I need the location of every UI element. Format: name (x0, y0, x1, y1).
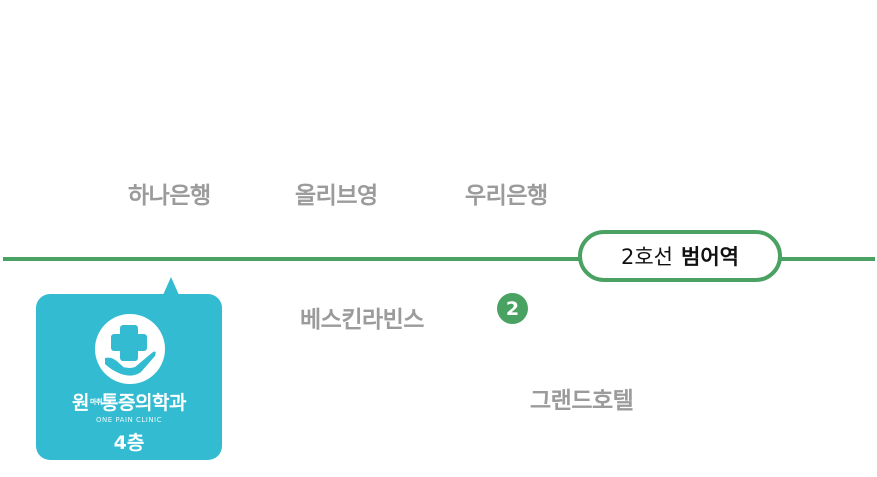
clinic-name-small: 마취 (90, 397, 102, 406)
clinic-name-suffix: 통증의학과 (101, 392, 186, 414)
station-label: 2호선 범어역 (578, 230, 782, 282)
clinic-floor: 4층 (113, 432, 145, 454)
clinic-location-marker: 원 마취 통증의학과 ONE PAIN CLINIC 4층 (36, 294, 222, 460)
clinic-name: 원 마취 통증의학과 (36, 388, 222, 415)
clinic-subtitle: ONE PAIN CLINIC (95, 416, 163, 424)
landmark-baskin-robbins: 베스킨라빈스 (300, 307, 424, 333)
exit-number-badge: 2 (497, 293, 528, 324)
station-name: 범어역 (681, 245, 739, 269)
subway-line-2 (3, 257, 875, 261)
cross-hand-icon (95, 314, 165, 384)
landmark-olive-young: 올리브영 (295, 183, 378, 209)
landmark-woori-bank: 우리은행 (465, 183, 548, 209)
landmark-grand-hotel: 그랜드호텔 (530, 388, 634, 414)
clinic-name-prefix: 원 (72, 392, 90, 414)
station-line-name: 2호선 (621, 245, 674, 269)
clinic-marker-pointer (163, 277, 179, 295)
landmark-hana-bank: 하나은행 (128, 183, 211, 209)
